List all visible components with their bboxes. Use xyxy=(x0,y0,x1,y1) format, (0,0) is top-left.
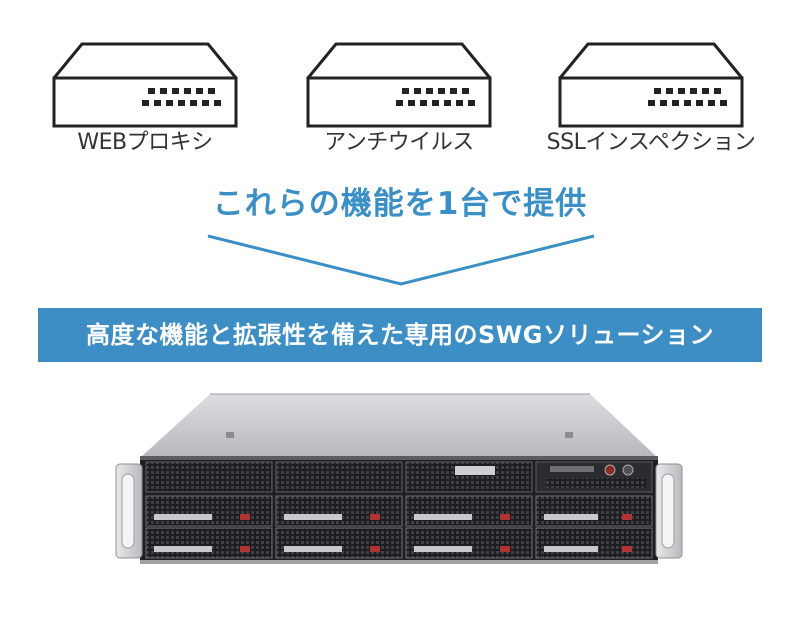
device-icon-antivirus xyxy=(304,40,494,132)
device-label-ssl-inspection: SSLインスペクション xyxy=(546,130,756,155)
solution-banner: 高度な機能と拡張性を備えた専用のSWGソリューション xyxy=(38,308,762,362)
device-icon-ssl-inspection xyxy=(556,40,746,132)
funnel-chevron-icon xyxy=(207,234,595,286)
device-label-antivirus: アンチウイルス xyxy=(324,130,474,155)
headline: これらの機能を1台で提供 xyxy=(212,186,588,222)
device-icon-web-proxy xyxy=(50,40,240,132)
device-label-web-proxy: WEBプロキシ xyxy=(77,130,213,155)
server-rack-icon xyxy=(115,393,683,564)
server-tag-label xyxy=(455,466,495,475)
